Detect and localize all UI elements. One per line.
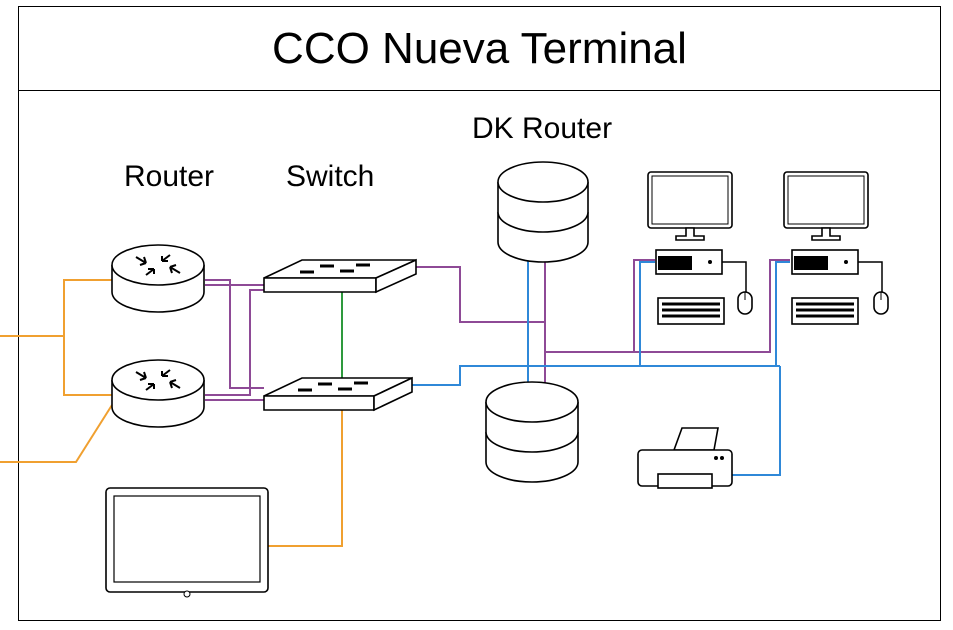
blue-link-s2-lan [412,365,780,386]
router-icon [111,244,205,313]
orange-link-uplink-1 [0,279,112,337]
printer-icon [637,427,733,489]
orange-link-monitor [268,405,343,547]
switch-icon [263,376,413,412]
purple-link-pc1 [545,259,655,353]
diagram-title: CCO Nueva Terminal [272,23,687,73]
desktop-computer-icon [783,171,889,325]
purple-link-s1-dk [412,266,545,323]
router-label: Router [124,160,215,193]
orange-link-uplink-3 [0,404,113,463]
blue-link-printer [732,366,781,476]
purple-link-r1-s2 [205,279,264,389]
database-icon [485,381,579,483]
desktop-computer-icon [647,171,753,325]
database-icon [497,161,589,263]
connections [0,258,790,547]
diagram-frame: CCO Nueva Terminal [18,6,941,621]
blue-link-pc1 [639,261,655,366]
dk-router-label: DK Router [472,112,613,145]
purple-link-pc2 [634,259,790,353]
purple-link-r2-s1 [205,289,264,396]
blue-link-pc2 [775,261,790,366]
switch-icon [263,258,417,294]
orange-link-uplink-2 [63,336,112,396]
switch-label: Switch [286,160,375,193]
title-bar: CCO Nueva Terminal [19,7,940,91]
monitor-icon [105,487,269,598]
router-icon [111,359,205,428]
